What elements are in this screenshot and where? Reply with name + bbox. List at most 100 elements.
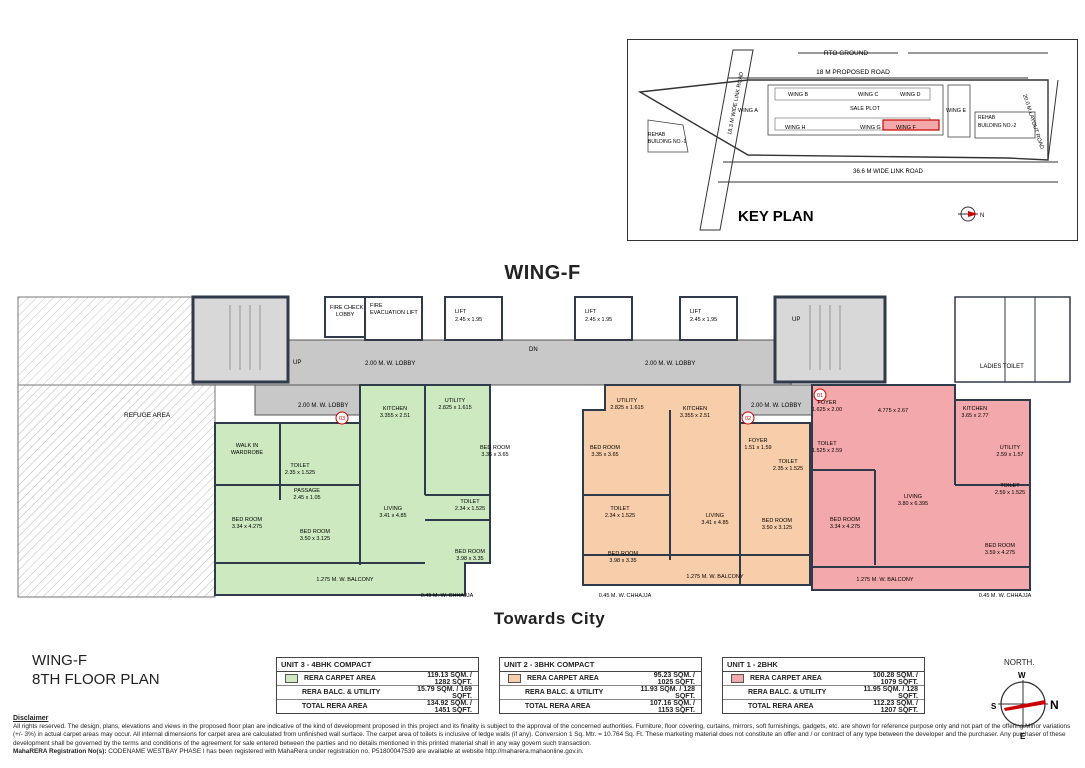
unit1-title: UNIT 1 - 2BHK	[723, 658, 924, 672]
sale-plot-label: SALE PLOT	[850, 106, 881, 112]
compass-n: N	[1050, 698, 1059, 712]
svg-text:1.625 x 2.00: 1.625 x 2.00	[812, 407, 842, 413]
wing-b-label: WING B	[788, 92, 808, 98]
rera-text: CODENAME WESTBAY PHASE I has been regist…	[106, 747, 584, 755]
wing-e-label: WING E	[946, 108, 966, 114]
svg-text:2.00 M. W. LOBBY: 2.00 M. W. LOBBY	[298, 403, 348, 409]
refuge-label: REFUGE AREA	[124, 412, 171, 419]
svg-text:3.355 x 2.51: 3.355 x 2.51	[680, 413, 710, 419]
svg-text:WALK IN: WALK IN	[236, 443, 258, 449]
svg-text:KITCHEN: KITCHEN	[963, 406, 987, 412]
wing-d-label: WING D	[900, 92, 920, 98]
svg-text:3.355 x 2.51: 3.355 x 2.51	[380, 413, 410, 419]
svg-text:LIFT: LIFT	[585, 309, 597, 315]
svg-text:BUILDING NO.-2: BUILDING NO.-2	[978, 123, 1017, 129]
page-title: WING-F	[504, 262, 581, 284]
svg-text:BED ROOM: BED ROOM	[590, 445, 620, 451]
svg-text:2.00 M. W. LOBBY: 2.00 M. W. LOBBY	[751, 403, 801, 409]
svg-text:2.45 x 1.05: 2.45 x 1.05	[293, 495, 320, 501]
rera-label: MahaRERA Registration No(s):	[13, 747, 107, 755]
svg-text:01: 01	[817, 393, 823, 399]
svg-text:LOBBY: LOBBY	[336, 312, 355, 318]
layout-road-label: 20.0 M LAYOUT ROAD	[1021, 94, 1044, 150]
svg-text:FIRE CHECK: FIRE CHECK	[330, 305, 364, 311]
key-plan-north-label: N	[980, 213, 984, 219]
unit3-area	[214, 384, 491, 596]
svg-text:TOILET: TOILET	[1000, 483, 1020, 489]
svg-text:UTILITY: UTILITY	[617, 398, 638, 404]
svg-text:2.59 x 1.57: 2.59 x 1.57	[996, 452, 1023, 458]
unit1-area	[811, 384, 1031, 591]
svg-text:3.50 x 3.125: 3.50 x 3.125	[762, 525, 792, 531]
svg-text:1.275 M. W. BALCONY: 1.275 M. W. BALCONY	[686, 574, 743, 580]
svg-text:3.65 x 2.77: 3.65 x 2.77	[961, 413, 988, 419]
svg-text:UTILITY: UTILITY	[1000, 445, 1021, 451]
key-plan: RTO GROUND 18 M PROPOSED ROAD 18.3 M WID…	[627, 39, 1078, 241]
disclaimer-body: All rights reserved. The design, plans, …	[13, 723, 1071, 747]
wing-f-label: WING F	[896, 125, 916, 131]
svg-text:BED ROOM: BED ROOM	[762, 518, 792, 524]
svg-text:3.34 x 4.275: 3.34 x 4.275	[830, 524, 860, 530]
compass-e: E	[1020, 732, 1026, 741]
svg-text:2.00 M. W. LOBBY: 2.00 M. W. LOBBY	[645, 361, 695, 367]
svg-text:2.59 x 1.525: 2.59 x 1.525	[995, 490, 1025, 496]
svg-text:WARDROBE: WARDROBE	[231, 450, 264, 456]
north-label: NORTH.	[1004, 658, 1035, 667]
svg-text:UP: UP	[293, 360, 301, 366]
svg-text:3.50 x 3.125: 3.50 x 3.125	[300, 536, 330, 542]
svg-text:03: 03	[339, 416, 345, 422]
svg-text:02: 02	[745, 416, 751, 422]
link-road-h-label: 36.6 M WIDE LINK ROAD	[853, 169, 923, 175]
svg-text:BED ROOM: BED ROOM	[985, 543, 1015, 549]
svg-text:BED ROOM: BED ROOM	[830, 517, 860, 523]
svg-text:2.825 x 1.615: 2.825 x 1.615	[610, 405, 643, 411]
svg-text:TOILET: TOILET	[610, 506, 630, 512]
svg-text:3.34 x 4.275: 3.34 x 4.275	[232, 524, 262, 530]
svg-text:BUILDING NO.-1: BUILDING NO.-1	[648, 139, 687, 145]
plan-title-line2: 8TH FLOOR PLAN	[32, 671, 160, 688]
svg-text:4.775 x 2.67: 4.775 x 2.67	[878, 408, 908, 414]
svg-text:3.98 x 3.35: 3.98 x 3.35	[609, 558, 636, 564]
svg-text:2.35 x 1.525: 2.35 x 1.525	[773, 466, 803, 472]
svg-text:3.35 x 3.65: 3.35 x 3.65	[481, 452, 508, 458]
wing-g-label: WING G	[860, 125, 881, 131]
svg-text:LIVING: LIVING	[384, 506, 402, 512]
svg-text:0.45 M. W. CHHAJJA: 0.45 M. W. CHHAJJA	[599, 593, 652, 599]
lobby	[192, 339, 792, 386]
svg-text:BED ROOM: BED ROOM	[232, 517, 262, 523]
svg-text:2.35 x 1.525: 2.35 x 1.525	[285, 470, 315, 476]
proposed-road-label: 18 M PROPOSED ROAD	[816, 69, 890, 76]
svg-text:LIFT: LIFT	[690, 309, 702, 315]
dn-label: DN	[529, 347, 538, 353]
svg-text:1.51 x 1.59: 1.51 x 1.59	[744, 445, 771, 451]
svg-text:2.34 x 1.525: 2.34 x 1.525	[455, 506, 485, 512]
svg-text:1.275 M. W. BALCONY: 1.275 M. W. BALCONY	[316, 577, 373, 583]
svg-text:EVACUATION LIFT: EVACUATION LIFT	[370, 310, 418, 316]
svg-text:UP: UP	[792, 317, 800, 323]
svg-text:3.59 x 4.275: 3.59 x 4.275	[985, 550, 1015, 556]
svg-text:BED ROOM: BED ROOM	[480, 445, 510, 451]
unit2-title: UNIT 2 - 3BHK COMPACT	[500, 658, 701, 672]
svg-text:3.98 x 3.35: 3.98 x 3.35	[456, 556, 483, 562]
svg-text:BED ROOM: BED ROOM	[300, 529, 330, 535]
rehab2-label: REHAB	[978, 115, 996, 121]
svg-text:2.825 x 1.615: 2.825 x 1.615	[438, 405, 471, 411]
svg-text:1.275 M. W. BALCONY: 1.275 M. W. BALCONY	[856, 577, 913, 583]
svg-text:TOILET: TOILET	[778, 459, 798, 465]
svg-text:3.41 x 4.85: 3.41 x 4.85	[701, 520, 728, 526]
plan-title: WING-F 8TH FLOOR PLAN	[32, 651, 160, 689]
svg-text:1.525 x 2.59: 1.525 x 2.59	[812, 448, 842, 454]
wing-c-label: WING C	[858, 92, 878, 98]
floor-plan: FIRE CHECK LOBBY FIRE EVACUATION LIFT LI…	[17, 295, 1071, 599]
unit3-title: UNIT 3 - 4BHK COMPACT	[277, 658, 478, 672]
svg-text:FIRE: FIRE	[370, 303, 383, 309]
svg-text:0.45 M. W. CHHAJJA: 0.45 M. W. CHHAJJA	[979, 593, 1032, 599]
